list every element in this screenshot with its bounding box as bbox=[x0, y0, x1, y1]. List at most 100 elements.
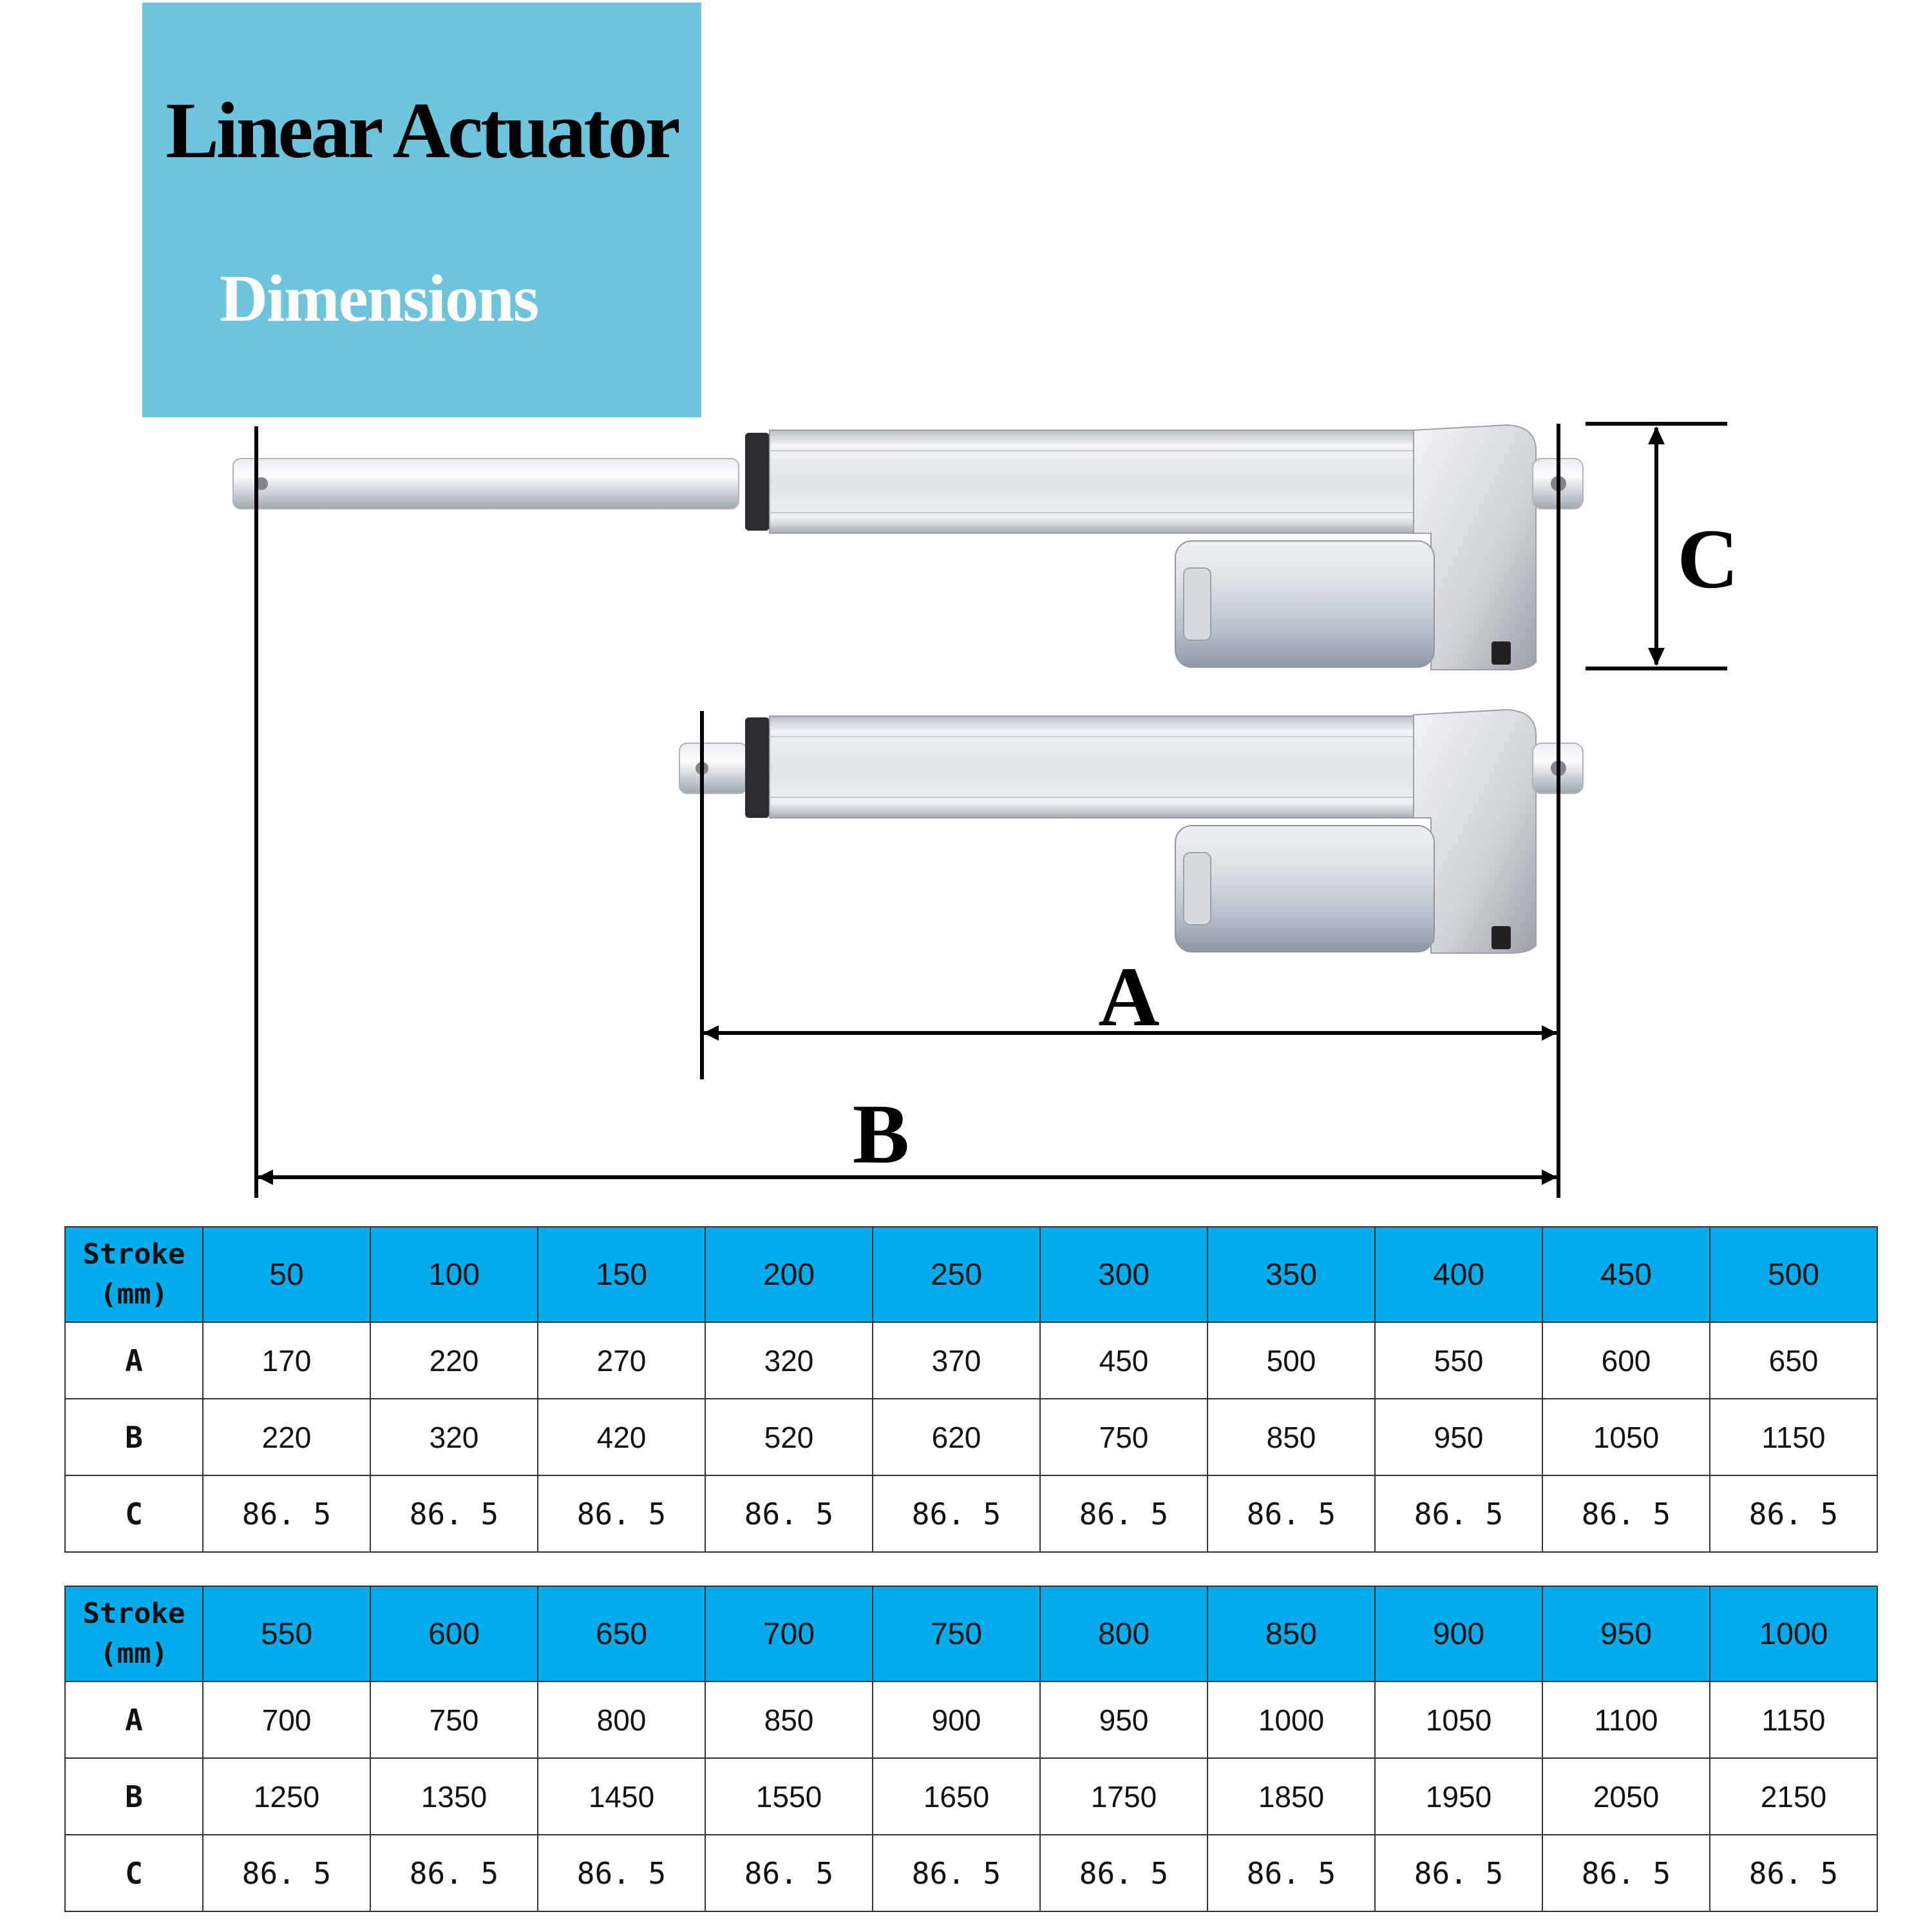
row-label: A bbox=[64, 1321, 204, 1399]
table-cell: 1150 bbox=[1709, 1398, 1878, 1476]
table-row-c: C 86. 5 86. 5 86. 5 86. 5 86. 5 86. 5 86… bbox=[64, 1475, 1878, 1553]
stroke-value: 600 bbox=[370, 1586, 538, 1682]
table-cell: 1750 bbox=[1039, 1757, 1208, 1835]
table-cell: 1850 bbox=[1207, 1757, 1376, 1835]
table-cell: 220 bbox=[202, 1398, 371, 1476]
stroke-value: 450 bbox=[1542, 1226, 1710, 1323]
stroke-label-text: Stroke bbox=[82, 1597, 185, 1630]
table-cell: 2050 bbox=[1542, 1757, 1710, 1835]
stroke-label-text: Stroke bbox=[82, 1238, 185, 1271]
table-cell: 700 bbox=[202, 1681, 371, 1759]
table-cell: 1250 bbox=[202, 1757, 371, 1835]
table-cell: 86. 5 bbox=[1542, 1834, 1710, 1912]
table-cell: 1350 bbox=[370, 1757, 538, 1835]
stroke-value: 300 bbox=[1039, 1226, 1208, 1323]
stroke-value: 950 bbox=[1542, 1586, 1710, 1682]
page-subtitle: Dimensions bbox=[220, 261, 539, 336]
row-label: C bbox=[64, 1475, 204, 1553]
stroke-value: 550 bbox=[202, 1586, 371, 1682]
table-cell: 850 bbox=[1207, 1398, 1376, 1476]
table-cell: 750 bbox=[370, 1681, 538, 1759]
table-cell: 1100 bbox=[1542, 1681, 1710, 1759]
table-cell: 1650 bbox=[872, 1757, 1041, 1835]
table-cell: 86. 5 bbox=[872, 1834, 1041, 1912]
table-row-c: C 86. 5 86. 5 86. 5 86. 5 86. 5 86. 5 86… bbox=[64, 1834, 1878, 1912]
table-cell: 86. 5 bbox=[370, 1834, 538, 1912]
stroke-value: 250 bbox=[872, 1226, 1041, 1323]
stroke-value: 1000 bbox=[1709, 1586, 1878, 1682]
table-cell: 86. 5 bbox=[705, 1834, 873, 1912]
table-cell: 950 bbox=[1039, 1681, 1208, 1759]
stroke-value: 850 bbox=[1207, 1586, 1376, 1682]
table-cell: 1150 bbox=[1709, 1681, 1878, 1759]
dimension-label-a: A bbox=[1098, 949, 1159, 1044]
table-header-row: Stroke (mm) 550 600 650 700 750 800 850 … bbox=[64, 1586, 1878, 1682]
table-row-a: A 700 750 800 850 900 950 1000 1050 1100… bbox=[64, 1681, 1878, 1759]
stroke-value: 150 bbox=[537, 1226, 706, 1323]
table-cell: 950 bbox=[1374, 1398, 1543, 1476]
table-row-a: A 170 220 270 320 370 450 500 550 600 65… bbox=[64, 1321, 1878, 1399]
table-cell: 320 bbox=[705, 1321, 873, 1399]
table-cell: 1000 bbox=[1207, 1681, 1376, 1759]
table-cell: 650 bbox=[1709, 1321, 1878, 1399]
row-label: B bbox=[64, 1757, 204, 1835]
stroke-value: 50 bbox=[202, 1226, 371, 1323]
stroke-value: 700 bbox=[705, 1586, 873, 1682]
stroke-unit-text: (mm) bbox=[100, 1278, 168, 1311]
stroke-value: 200 bbox=[705, 1226, 873, 1323]
page-title: Linear Actuator bbox=[166, 86, 680, 175]
table-cell: 620 bbox=[872, 1398, 1041, 1476]
actuator-dimension-diagram: A B C bbox=[232, 422, 1739, 1198]
actuator-retracted bbox=[679, 708, 1584, 954]
table-cell: 86. 5 bbox=[1207, 1834, 1376, 1912]
table-cell: 86. 5 bbox=[705, 1475, 873, 1553]
table-cell: 170 bbox=[202, 1321, 371, 1399]
table-cell: 900 bbox=[872, 1681, 1041, 1759]
stroke-value: 350 bbox=[1207, 1226, 1376, 1323]
stroke-value: 100 bbox=[370, 1226, 538, 1323]
table-cell: 1050 bbox=[1542, 1398, 1710, 1476]
table-cell: 450 bbox=[1039, 1321, 1208, 1399]
dimension-lines bbox=[254, 422, 1727, 1198]
stroke-value: 400 bbox=[1374, 1226, 1543, 1323]
table-cell: 1550 bbox=[705, 1757, 873, 1835]
table-cell: 520 bbox=[705, 1398, 873, 1476]
table-cell: 550 bbox=[1374, 1321, 1543, 1399]
stroke-value: 750 bbox=[872, 1586, 1041, 1682]
table-cell: 1050 bbox=[1374, 1681, 1543, 1759]
row-label: C bbox=[64, 1834, 204, 1912]
stroke-value: 650 bbox=[537, 1586, 706, 1682]
stroke-value: 800 bbox=[1039, 1586, 1208, 1682]
dimension-label-c: C bbox=[1677, 511, 1738, 606]
table-cell: 800 bbox=[537, 1681, 706, 1759]
table-cell: 86. 5 bbox=[1542, 1475, 1710, 1553]
stroke-unit-text: (mm) bbox=[100, 1637, 168, 1670]
table-cell: 86. 5 bbox=[370, 1475, 538, 1553]
table-cell: 86. 5 bbox=[872, 1475, 1041, 1553]
table-cell: 1450 bbox=[537, 1757, 706, 1835]
table-cell: 270 bbox=[537, 1321, 706, 1399]
table-cell: 86. 5 bbox=[537, 1475, 706, 1553]
table-cell: 850 bbox=[705, 1681, 873, 1759]
spec-table-1: Stroke (mm) 50 100 150 200 250 300 350 4… bbox=[64, 1226, 1878, 1553]
dimension-label-b: B bbox=[853, 1086, 909, 1181]
dimension-arrowheads bbox=[258, 426, 1665, 1185]
table-cell: 370 bbox=[872, 1321, 1041, 1399]
table-row-b: B 1250 1350 1450 1550 1650 1750 1850 195… bbox=[64, 1757, 1878, 1835]
table-row-b: B 220 320 420 520 620 750 850 950 1050 1… bbox=[64, 1398, 1878, 1476]
table-cell: 2150 bbox=[1709, 1757, 1878, 1835]
stroke-label: Stroke (mm) bbox=[64, 1586, 204, 1682]
table-cell: 86. 5 bbox=[537, 1834, 706, 1912]
table-cell: 750 bbox=[1039, 1398, 1208, 1476]
stroke-value: 900 bbox=[1374, 1586, 1543, 1682]
table-cell: 500 bbox=[1207, 1321, 1376, 1399]
table-cell: 86. 5 bbox=[202, 1834, 371, 1912]
actuator-extended bbox=[232, 424, 1584, 670]
table-cell: 86. 5 bbox=[1374, 1834, 1543, 1912]
table-header-row: Stroke (mm) 50 100 150 200 250 300 350 4… bbox=[64, 1226, 1878, 1323]
stroke-label: Stroke (mm) bbox=[64, 1226, 204, 1323]
table-cell: 600 bbox=[1542, 1321, 1710, 1399]
table-cell: 320 bbox=[370, 1398, 538, 1476]
row-label: A bbox=[64, 1681, 204, 1759]
spec-table-2: Stroke (mm) 550 600 650 700 750 800 850 … bbox=[64, 1586, 1878, 1912]
